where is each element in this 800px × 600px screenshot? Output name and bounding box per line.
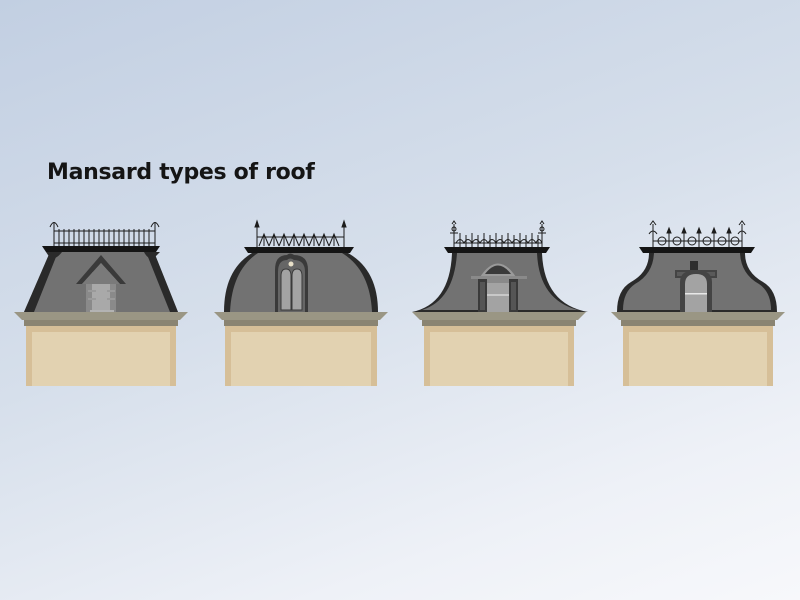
concave-mansard-illustration bbox=[412, 220, 588, 386]
convex-mansard-illustration bbox=[214, 219, 388, 386]
page-title: Mansard types of roof bbox=[47, 160, 315, 185]
round-arched-dormer bbox=[675, 261, 717, 312]
roof-concave bbox=[408, 210, 598, 395]
roof-straight bbox=[10, 210, 200, 395]
gabled-dormer bbox=[76, 255, 126, 313]
straight-mansard-illustration bbox=[14, 222, 188, 386]
gothic-spire-railing bbox=[254, 219, 347, 247]
picket-railing bbox=[49, 222, 160, 246]
segmental-pediment-dormer bbox=[471, 263, 527, 312]
scroll-finial-railing bbox=[450, 220, 546, 247]
arched-double-window bbox=[275, 253, 308, 312]
ring-and-spear-railing bbox=[648, 220, 747, 247]
roof-s-curve bbox=[605, 210, 795, 395]
s-curve-mansard-illustration bbox=[611, 220, 785, 386]
roof-convex bbox=[210, 210, 400, 395]
